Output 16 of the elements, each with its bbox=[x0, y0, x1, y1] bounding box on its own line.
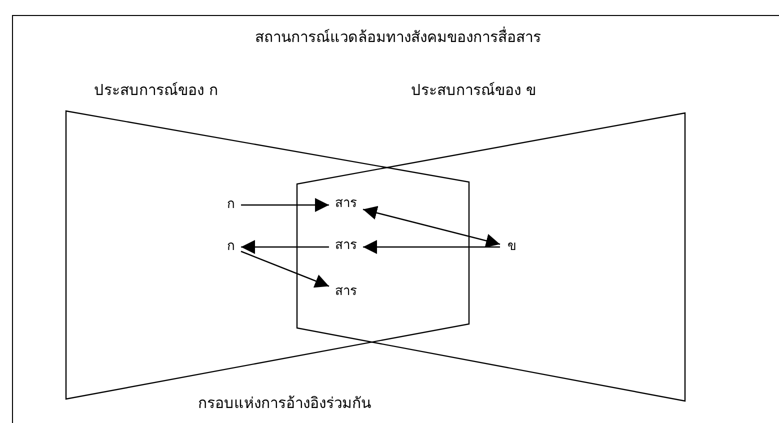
arrow bbox=[240, 250, 330, 288]
frame-label: กรอบแห่งการอ้างอิงร่วมกัน bbox=[198, 394, 371, 412]
node-label: สาร bbox=[332, 238, 360, 256]
node-label: ข bbox=[504, 239, 520, 257]
field-heading: ประสบการณ์ของ ข bbox=[411, 81, 536, 99]
frame-box bbox=[12, 15, 779, 423]
node-label: ก bbox=[223, 197, 239, 215]
arrow bbox=[241, 240, 329, 254]
arrow bbox=[241, 198, 329, 212]
arrow bbox=[362, 206, 500, 248]
arrow bbox=[363, 240, 500, 254]
node-label: ก bbox=[223, 239, 239, 257]
node-label: สาร bbox=[332, 284, 360, 302]
heading: สถานการณ์แวดล้อมทางสังคมของการสื่อสาร bbox=[254, 28, 542, 46]
field-heading: ประสบการณ์ของ ก bbox=[94, 81, 218, 99]
node-label: สาร bbox=[332, 196, 360, 214]
